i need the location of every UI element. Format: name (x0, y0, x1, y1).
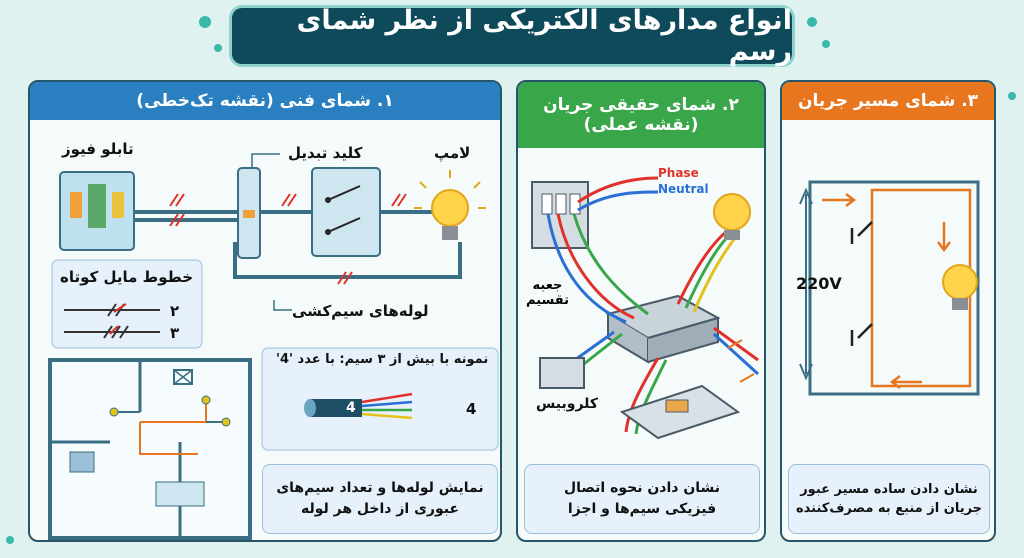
voltage-label: 220V (796, 274, 842, 293)
switch-real-label: کلروبیس (536, 396, 599, 412)
lamp-label: لامپ (434, 144, 471, 162)
page-title: انواع مدارهای الکتریکی از نظر شمای رسم (296, 5, 792, 67)
switch-icon (311, 167, 381, 257)
small-switch-icon (539, 357, 585, 389)
panel2-caption: نشان دادن نحوه اتصال فیزیکی سیم‌ها و اجز… (524, 464, 760, 534)
fuse-right-icon (112, 192, 124, 218)
slash-legend-title: خطوط مایل کوتاه (60, 268, 194, 286)
junction-box-label-line2: تقسیم (526, 293, 569, 308)
lamp-icon-path (942, 264, 978, 300)
fuse-box-label: تابلو فیوز (62, 140, 134, 158)
panel3-caption-line1: نشان دادن ساده مسیر عبور (800, 481, 978, 497)
breaker-icon (88, 184, 106, 228)
single-line-diagram (48, 153, 499, 540)
multi-wire-title: نمونه با بیش از ۳ سیم: با عدد '4' (276, 352, 489, 367)
panel2-header: ۲. شمای حقیقی جریان (نقشه عملی) (518, 82, 764, 148)
panel3-caption-line2: جریان از منبع به مصرف‌کننده (795, 501, 983, 516)
lamp-icon (431, 189, 469, 227)
wiring-diagram (531, 176, 760, 440)
cable-number: 4 (346, 400, 356, 416)
cable-side-number: 4 (466, 400, 477, 418)
panel1-caption-line1: نمایش لوله‌ها و تعداد سیم‌های (276, 480, 484, 496)
panel-current-path-diagram: ۳. شمای مسیر جریان 220V نشان دادن ساده م… (780, 80, 996, 542)
slash-legend-two: ۲ (170, 302, 180, 320)
panel1-header-text: ۱. شمای فنی (نقشه تک‌خطی) (136, 91, 394, 111)
switch-label: کلید تبدیل (288, 144, 363, 162)
panel1-caption-line2: عبوری از داخل هر لوله (300, 501, 460, 517)
page-title-banner: انواع مدارهای الکتریکی از نظر شمای رسم (232, 5, 792, 67)
slash-legend-three: ۳ (170, 324, 180, 342)
panel2-caption-line2: فیزیکی سیم‌ها و اجزا (567, 501, 717, 517)
panel2-caption-line1: نشان دادن نحوه اتصال (563, 480, 721, 496)
fuse-panel-icon (531, 181, 589, 249)
panel-technical-diagram: ۱. شمای فنی (نقشه تک‌خطی) (28, 80, 502, 542)
current-path-diagram (799, 180, 980, 396)
switch-symbol-icon-2 (850, 323, 873, 346)
junction-box-label-line1: جعبه (532, 278, 563, 293)
lamp-icon-real (713, 193, 751, 231)
switch-symbol-icon (850, 221, 873, 244)
neutral-label: Neutral (658, 182, 709, 196)
slash-legend-box (51, 259, 203, 349)
fuse-left-icon (70, 192, 82, 218)
conduit-label: لوله‌های سیم‌کشی (292, 302, 429, 320)
panel2-header-line1: ۲. شمای حقیقی جریان (543, 95, 739, 115)
phase-label: Phase (658, 166, 699, 180)
junction-box-label: جعبه تقسیم (526, 278, 569, 308)
circuit-loop (808, 180, 980, 396)
panel3-header: ۳. شمای مسیر جریان (782, 82, 994, 120)
panel-real-current-diagram: ۲. شمای حقیقی جریان (نقشه عملی) (516, 80, 766, 542)
panel3-caption: نشان دادن ساده مسیر عبور جریان از منبع ب… (788, 464, 990, 534)
panel3-header-text: ۳. شمای مسیر جریان (797, 91, 979, 111)
panel1-header: ۱. شمای فنی (نقشه تک‌خطی) (30, 82, 500, 120)
floor-plan-icon (48, 358, 252, 540)
panel1-caption: نمایش لوله‌ها و تعداد سیم‌های عبوری از د… (262, 464, 498, 534)
panel2-header-line2: (نقشه عملی) (583, 115, 699, 135)
